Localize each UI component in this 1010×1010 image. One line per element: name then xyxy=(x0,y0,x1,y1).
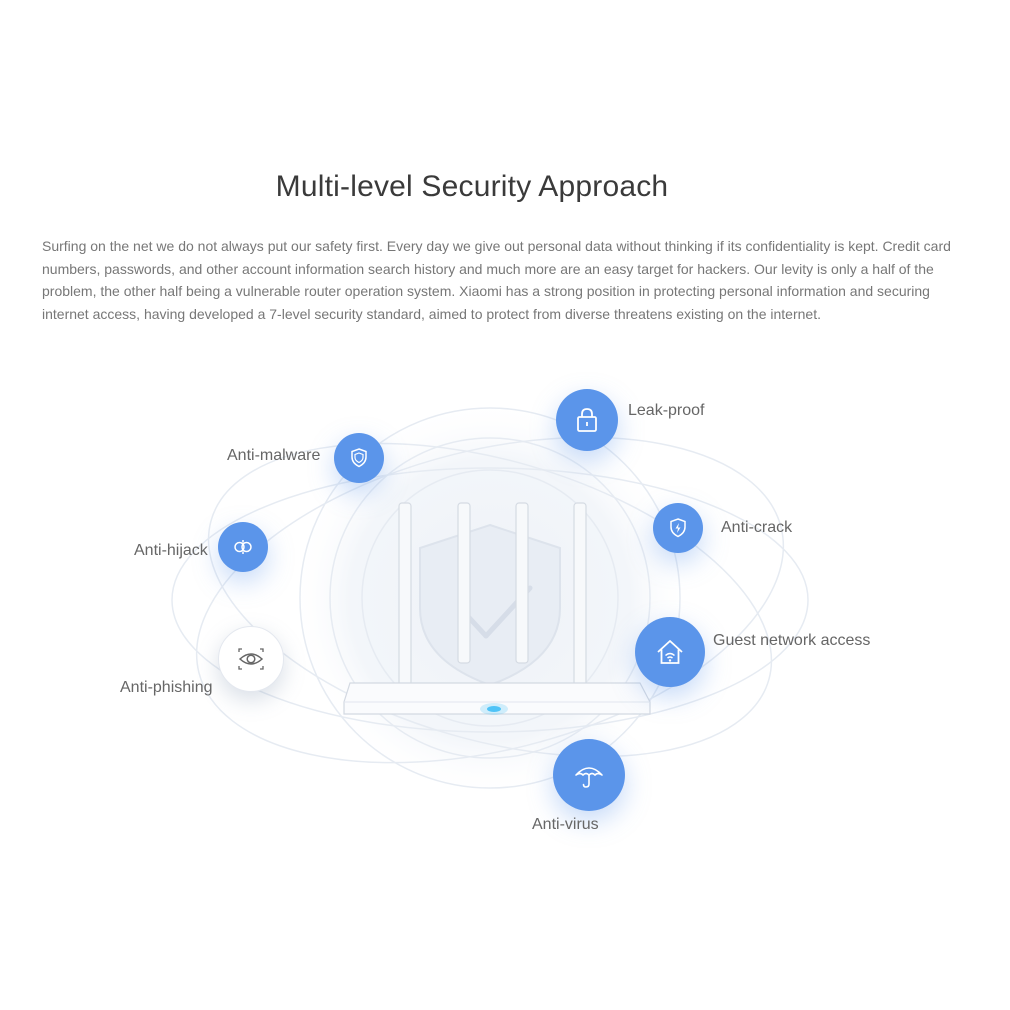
orbit-ring xyxy=(299,407,681,789)
feature-anti-hijack xyxy=(218,522,268,572)
orbit-ring xyxy=(329,437,651,759)
house-wifi-icon xyxy=(657,640,683,664)
feature-anti-malware xyxy=(334,433,384,483)
feature-leak-proof xyxy=(556,389,618,451)
router-led xyxy=(487,706,501,712)
feature-label-anti-virus: Anti-virus xyxy=(532,816,599,833)
feature-label-anti-crack: Anti-crack xyxy=(721,519,793,536)
feature-label-anti-hijack: Anti-hijack xyxy=(134,542,208,559)
feature-label-guest-network-access: Guest network access xyxy=(713,632,871,649)
feature-label-leak-proof: Leak-proof xyxy=(628,402,705,419)
shield-icon xyxy=(351,448,367,468)
orbit-ellipse xyxy=(171,467,809,733)
router-led-glow xyxy=(480,703,508,715)
feature-anti-crack xyxy=(653,503,703,553)
orbit-ellipse xyxy=(195,436,785,764)
router-antenna xyxy=(457,502,471,664)
feature-anti-phishing xyxy=(218,626,284,692)
orbit-ellipse xyxy=(207,442,773,758)
feature-label-anti-phishing: Anti-phishing xyxy=(120,679,213,696)
umbrella-icon xyxy=(575,767,603,788)
intro-paragraph: Surfing on the net we do not always put … xyxy=(42,238,951,322)
padlock-icon xyxy=(577,408,597,432)
lightning-shield-icon xyxy=(670,518,686,538)
chain-link-icon xyxy=(234,540,252,554)
page-title: Multi-level Security Approach xyxy=(275,170,669,203)
orbit-ring xyxy=(361,469,619,727)
feature-anti-virus xyxy=(553,739,625,811)
feature-guest-network-access xyxy=(635,617,705,687)
router-antenna xyxy=(398,502,412,686)
feature-label-anti-malware: Anti-malware xyxy=(227,447,321,464)
router-antenna xyxy=(515,502,529,664)
router-antenna xyxy=(573,502,587,686)
eye-icon xyxy=(238,648,264,670)
